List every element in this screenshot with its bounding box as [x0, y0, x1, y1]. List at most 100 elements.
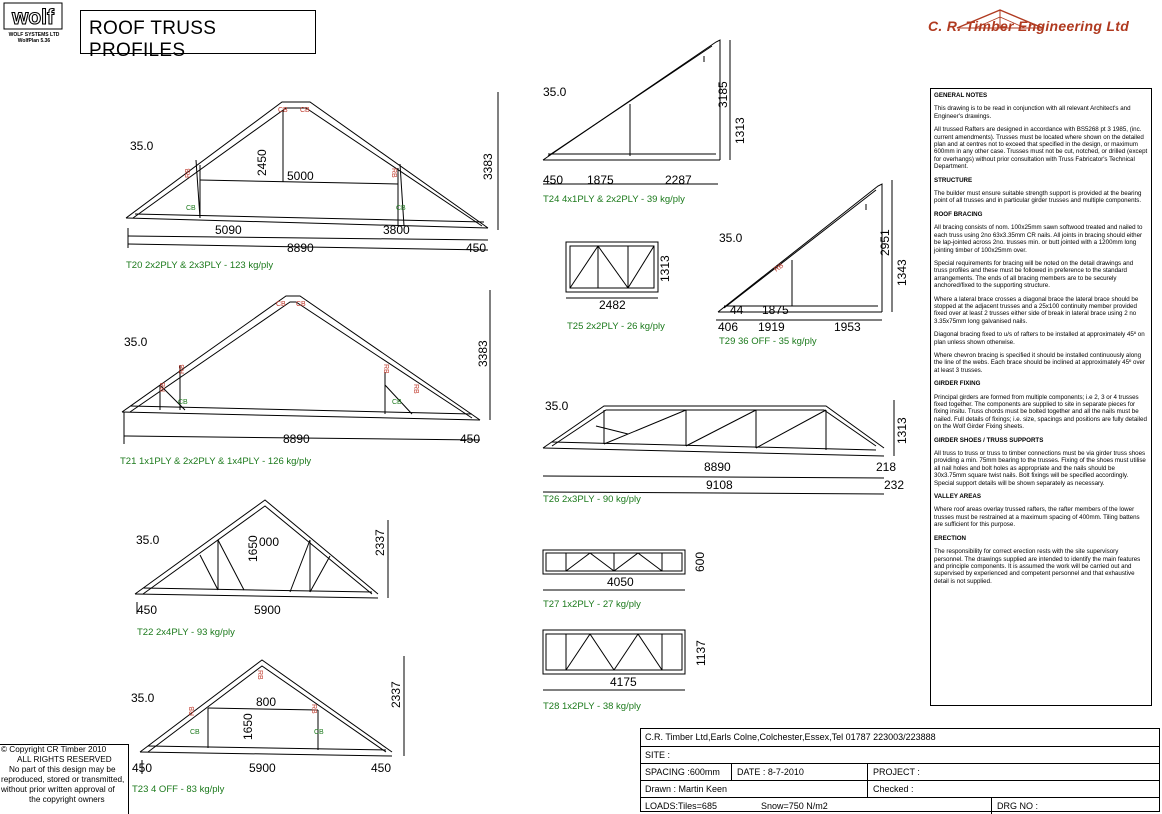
truss-t23 [139, 656, 405, 774]
notes-paragraph: Diagonal bracing fixed to u/s of rafters… [934, 331, 1145, 346]
copyright-line: © Copyright CR Timber 2010 [1, 745, 107, 754]
t21-tag: CB [178, 399, 188, 406]
t29-dim: 44 [730, 303, 744, 317]
t20-tag: RB [185, 168, 192, 178]
t20-dim: 450 [466, 241, 486, 255]
loads-field: LOADS:Tiles=685 [645, 801, 717, 811]
t21-pitch: 35.0 [124, 335, 148, 349]
t26-dim: 9108 [706, 478, 733, 492]
t20-dim: 8890 [287, 241, 314, 255]
t20-dim: 3800 [383, 223, 410, 237]
t20-tag: RB [390, 168, 397, 178]
t20-dim: 5090 [215, 223, 242, 237]
truss-t25 [565, 241, 659, 299]
drg-no-field: DRG NO : [997, 801, 1039, 811]
t23-dim: 450 [132, 761, 152, 775]
truss-t21 [121, 290, 491, 444]
checked-field: Checked : [873, 784, 914, 794]
t22-dim: 5900 [254, 603, 281, 617]
notes-paragraph: The responsibility for correct erection … [934, 548, 1141, 585]
truss-t24 [542, 39, 731, 185]
t20-tag: CB [300, 107, 310, 114]
notes-paragraph: This drawing is to be read in conjunctio… [934, 105, 1131, 120]
notes-heading: ERECTION [934, 534, 966, 542]
t29-dim: 1953 [834, 320, 861, 334]
notes-paragraph: Where a lateral brace crosses a diagonal… [934, 295, 1139, 325]
t29-pitch: 35.0 [719, 231, 743, 245]
t28-dim: 1137 [694, 640, 708, 666]
notes-heading: VALLEY AREAS [934, 493, 981, 501]
t28-caption: T28 1x2PLY - 38 kg/ply [543, 701, 641, 712]
t25-dim: 2482 [599, 298, 626, 312]
t29-dim: 406 [718, 320, 738, 334]
t20-tag: CB [278, 107, 288, 114]
copyright-line: the copyright owners [29, 795, 105, 804]
notes-paragraph: Principal girders are formed from multip… [934, 393, 1147, 431]
t21-tag: CB [296, 301, 306, 308]
truss-t28 [542, 629, 686, 691]
t26-dim: 8890 [704, 460, 731, 474]
t22-pitch: 35.0 [136, 533, 160, 547]
spacing-row: SPACING :600mm DATE : 8-7-2010 PROJECT : [641, 763, 1159, 780]
t23-dim: 450 [371, 761, 391, 775]
t24-pitch: 35.0 [543, 85, 567, 99]
t28-dim: 4175 [610, 675, 637, 689]
t20-tag: CB [396, 205, 406, 212]
t23-dim: 1650 [241, 713, 255, 740]
t22-dim: 2337 [373, 529, 387, 556]
t23-dim: 5900 [249, 761, 276, 775]
t23-dim: 2337 [389, 681, 403, 708]
copyright-notice: © Copyright CR Timber 2010 ALL RIGHTS RE… [1, 745, 128, 805]
t29-tag: RB [773, 262, 785, 274]
t21-caption: T21 1x1PLY & 2x2PLY & 1x4PLY - 126 kg/pl… [120, 456, 311, 467]
t23-tag: CB [190, 729, 200, 736]
notes-paragraph: Where chevron bracing is specified it sh… [934, 351, 1146, 374]
truss-t26 [542, 400, 895, 495]
t20-dim: 5000 [287, 169, 314, 183]
copyright-frame-top [0, 744, 128, 745]
copyright-line: ALL RIGHTS RESERVED [17, 755, 112, 764]
t24-dim: 450 [543, 173, 563, 187]
t29-dim: 1919 [758, 320, 785, 334]
t21-tag: RB [382, 364, 389, 374]
snow-field: Snow=750 N/m2 [761, 801, 828, 811]
t27-caption: T27 1x2PLY - 27 kg/ply [543, 599, 641, 610]
t27-dim: 600 [693, 552, 707, 572]
notes-heading: GIRDER FIXING [934, 380, 981, 388]
t26-pitch: 35.0 [545, 399, 569, 413]
t25-dim: 1313 [658, 255, 672, 282]
company-name: C. R. Timber Engineering Ltd [928, 18, 1130, 34]
t23-caption: T23 4 OFF - 83 kg/ply [132, 784, 225, 795]
drawn-row: Drawn : Martin Keen Checked : [641, 780, 1159, 797]
t20-pitch: 35.0 [130, 139, 154, 153]
t26-dim: 1313 [895, 417, 909, 444]
truss-t27 [542, 549, 686, 591]
t26-dim: 232 [884, 478, 904, 492]
t20-dim: 2450 [255, 149, 269, 176]
date-field: DATE : 8-7-2010 [737, 767, 804, 777]
notes-heading: STRUCTURE [934, 176, 973, 184]
t21-tag: CB [276, 301, 286, 308]
address-line: C.R. Timber Ltd,Earls Colne,Colchester,E… [645, 732, 936, 742]
t21-dim: 8890 [283, 432, 310, 446]
t29-dim: 2951 [878, 229, 892, 256]
t20-caption: T20 2x2PLY & 2x3PLY - 123 kg/ply [126, 260, 273, 271]
drawn-field: Drawn : Martin Keen [645, 784, 728, 794]
t23-tag: RB [310, 704, 317, 714]
t21-tag: CB [392, 399, 402, 406]
project-field: PROJECT : [873, 767, 920, 777]
t21-tag: RB [160, 382, 167, 392]
copyright-frame-side [128, 744, 129, 814]
t24-caption: T24 4x1PLY & 2x2PLY - 39 kg/ply [543, 194, 685, 205]
t21-dim: 3383 [476, 340, 490, 367]
truss-t22 [134, 499, 389, 614]
company-roof-logo-icon [956, 9, 1044, 29]
t29-dim: 1875 [762, 303, 789, 317]
notes-paragraph: All truss to truss or truss to timber co… [934, 450, 1146, 487]
t26-caption: T26 2x3PLY - 90 kg/ply [543, 494, 641, 505]
title-block: C.R. Timber Ltd,Earls Colne,Colchester,E… [640, 728, 1160, 814]
wolf-logo: wolf WOLF SYSTEMS LTD WolfPlan 5.36 [2, 2, 64, 46]
